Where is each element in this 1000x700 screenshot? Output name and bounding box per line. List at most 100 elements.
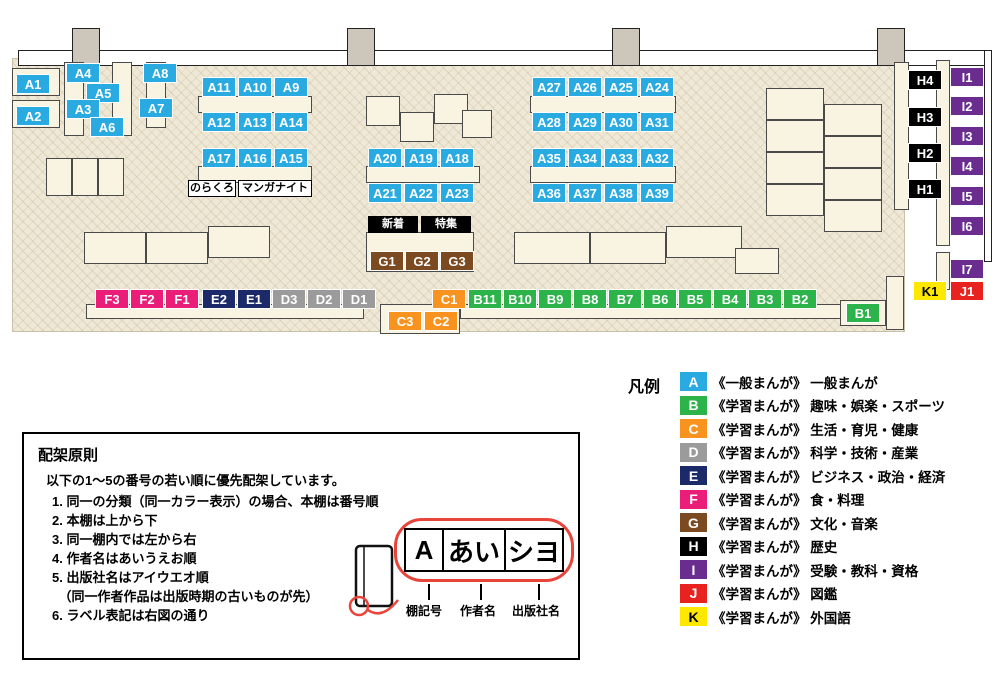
shelf-label-A38: A38: [604, 183, 638, 203]
map-tag: マンガナイト: [238, 180, 312, 197]
shelf-label-B10: B10: [503, 289, 537, 309]
legend-row-B: B《学習まんが》 趣味・娯楽・スポーツ: [680, 394, 945, 418]
principles-intro: 以下の1〜5の番号の若い順に優先配架しています。: [46, 473, 345, 488]
shelf-label-D2: D2: [307, 289, 341, 309]
shelf-label-A15: A15: [274, 148, 308, 168]
shelf-label-A30: A30: [604, 112, 638, 132]
legend-key-F: F: [680, 489, 707, 509]
legend-key-A: A: [680, 372, 707, 392]
legend-label-D: 《学習まんが》 科学・技術・産業: [712, 446, 919, 462]
shelf-label-B11: B11: [468, 289, 502, 309]
shelf-label-H4: H4: [908, 70, 942, 90]
shelf-rect: [208, 226, 270, 258]
legend-key-I: I: [680, 560, 707, 580]
shelf-rect: [666, 226, 742, 258]
shelf-label-A16: A16: [238, 148, 272, 168]
shelf-label-A10: A10: [238, 77, 272, 97]
rule-line: 3. 同一棚内では左から右: [52, 532, 197, 547]
shelf-label-B7: B7: [608, 289, 642, 309]
shelf-label-B3: B3: [748, 289, 782, 309]
label-example-box: A あい シヨ: [404, 528, 564, 572]
shelf-rect: [366, 166, 480, 183]
shelf-label-A9: A9: [274, 77, 308, 97]
label-position-circle: [348, 595, 370, 617]
connector-line: [428, 584, 430, 600]
legend-key-G: G: [680, 513, 707, 533]
shelf-rect: [72, 158, 98, 196]
shelf-label-K1: K1: [913, 281, 947, 301]
shelf-label-A31: A31: [640, 112, 674, 132]
shelf-label-A7: A7: [139, 98, 173, 118]
shelf-label-F1: F1: [165, 289, 199, 309]
rule-line: 1. 同一の分類（同一カラー表示）の場合、本棚は番号順: [52, 494, 379, 509]
shelf-label-A8: A8: [143, 63, 177, 83]
shelf-label-A3: A3: [66, 99, 100, 119]
legend-label-H: 《学習まんが》 歴史: [712, 540, 838, 556]
shelf-rect: [462, 110, 492, 138]
shelf-label-A32: A32: [640, 148, 674, 168]
shelf-rect: [46, 158, 72, 196]
leader-line: [367, 599, 399, 615]
shelf-label-A39: A39: [640, 183, 674, 203]
caption-publisher: 出版社名: [512, 604, 561, 618]
shelf-rect: [735, 248, 779, 274]
shelf-label-H1: H1: [908, 179, 942, 199]
shelf-label-A4: A4: [66, 63, 100, 83]
legend-key-E: E: [680, 466, 707, 486]
legend-label-K: 《学習まんが》 外国語: [712, 610, 851, 626]
legend-row-J: J《学習まんが》 図鑑: [680, 582, 945, 606]
rule-line: 6. ラベル表記は右図の通り: [52, 608, 210, 623]
legend-row-K: K《学習まんが》 外国語: [680, 605, 945, 629]
legend-title: 凡例: [628, 379, 661, 396]
shelf-label-F2: F2: [130, 289, 164, 309]
legend-label-A: 《一般まんが》 一般まんが: [712, 375, 878, 391]
shelf-label-A36: A36: [532, 183, 566, 203]
shelf-label-I7: I7: [950, 259, 984, 279]
shelf-label-A37: A37: [568, 183, 602, 203]
shelf-label-A1: A1: [16, 74, 50, 94]
shelf-label-G2: G2: [405, 251, 439, 271]
legend-key-J: J: [680, 583, 707, 603]
legend-row-C: C《学習まんが》 生活・育児・健康: [680, 417, 945, 441]
legend-label-F: 《学習まんが》 食・料理: [712, 493, 865, 509]
principles-title: 配架原則: [38, 447, 99, 464]
shelf-rect: [530, 166, 676, 183]
legend-row-F: F 《学習まんが》 食・料理: [680, 488, 945, 512]
shelf-label-F3: F3: [95, 289, 129, 309]
shelf-label-A33: A33: [604, 148, 638, 168]
shelf-label-H2: H2: [908, 143, 942, 163]
shelf-label-J1: J1: [950, 281, 984, 301]
map-tag: 特集: [421, 216, 471, 233]
shelf-rect: [366, 96, 400, 126]
shelf-rect: [766, 152, 824, 184]
shelf-label-A29: A29: [568, 112, 602, 132]
example-author: あい: [444, 530, 506, 570]
shelf-label-A13: A13: [238, 112, 272, 132]
shelf-label-B1: B1: [846, 303, 880, 323]
shelf-label-D3: D3: [272, 289, 306, 309]
rule-line: （同一作者作品は出版時期の古いものが先）: [52, 589, 319, 604]
legend-row-I: I《学習まんが》 受験・教科・資格: [680, 558, 945, 582]
legend-label-E: 《学習まんが》 ビジネス・政治・経済: [712, 469, 946, 485]
legend-row-G: G《学習まんが》 文化・音楽: [680, 511, 945, 535]
pillar: [347, 28, 375, 66]
shelf-label-A6: A6: [90, 117, 124, 137]
shelf-label-B2: B2: [783, 289, 817, 309]
map-tag: 新着: [368, 216, 418, 233]
example-publisher: シヨ: [507, 536, 560, 567]
connector-line: [538, 584, 540, 600]
shelf-rect: [894, 62, 909, 210]
example-shelf-code: A: [406, 530, 444, 570]
shelf-label-C3: C3: [388, 311, 422, 331]
shelf-label-A2: A2: [16, 106, 50, 126]
shelf-rect: [400, 112, 434, 142]
shelf-label-G1: G1: [370, 251, 404, 271]
rule-line: 5. 出版社名はアイウエオ順: [52, 570, 209, 585]
shelf-rect: [824, 104, 882, 136]
legend-label-C: 《学習まんが》 生活・育児・健康: [712, 422, 919, 438]
shelf-rect: [766, 88, 824, 120]
shelf-label-A5: A5: [86, 83, 120, 103]
shelf-label-I1: I1: [950, 67, 984, 87]
wall: [984, 50, 992, 262]
